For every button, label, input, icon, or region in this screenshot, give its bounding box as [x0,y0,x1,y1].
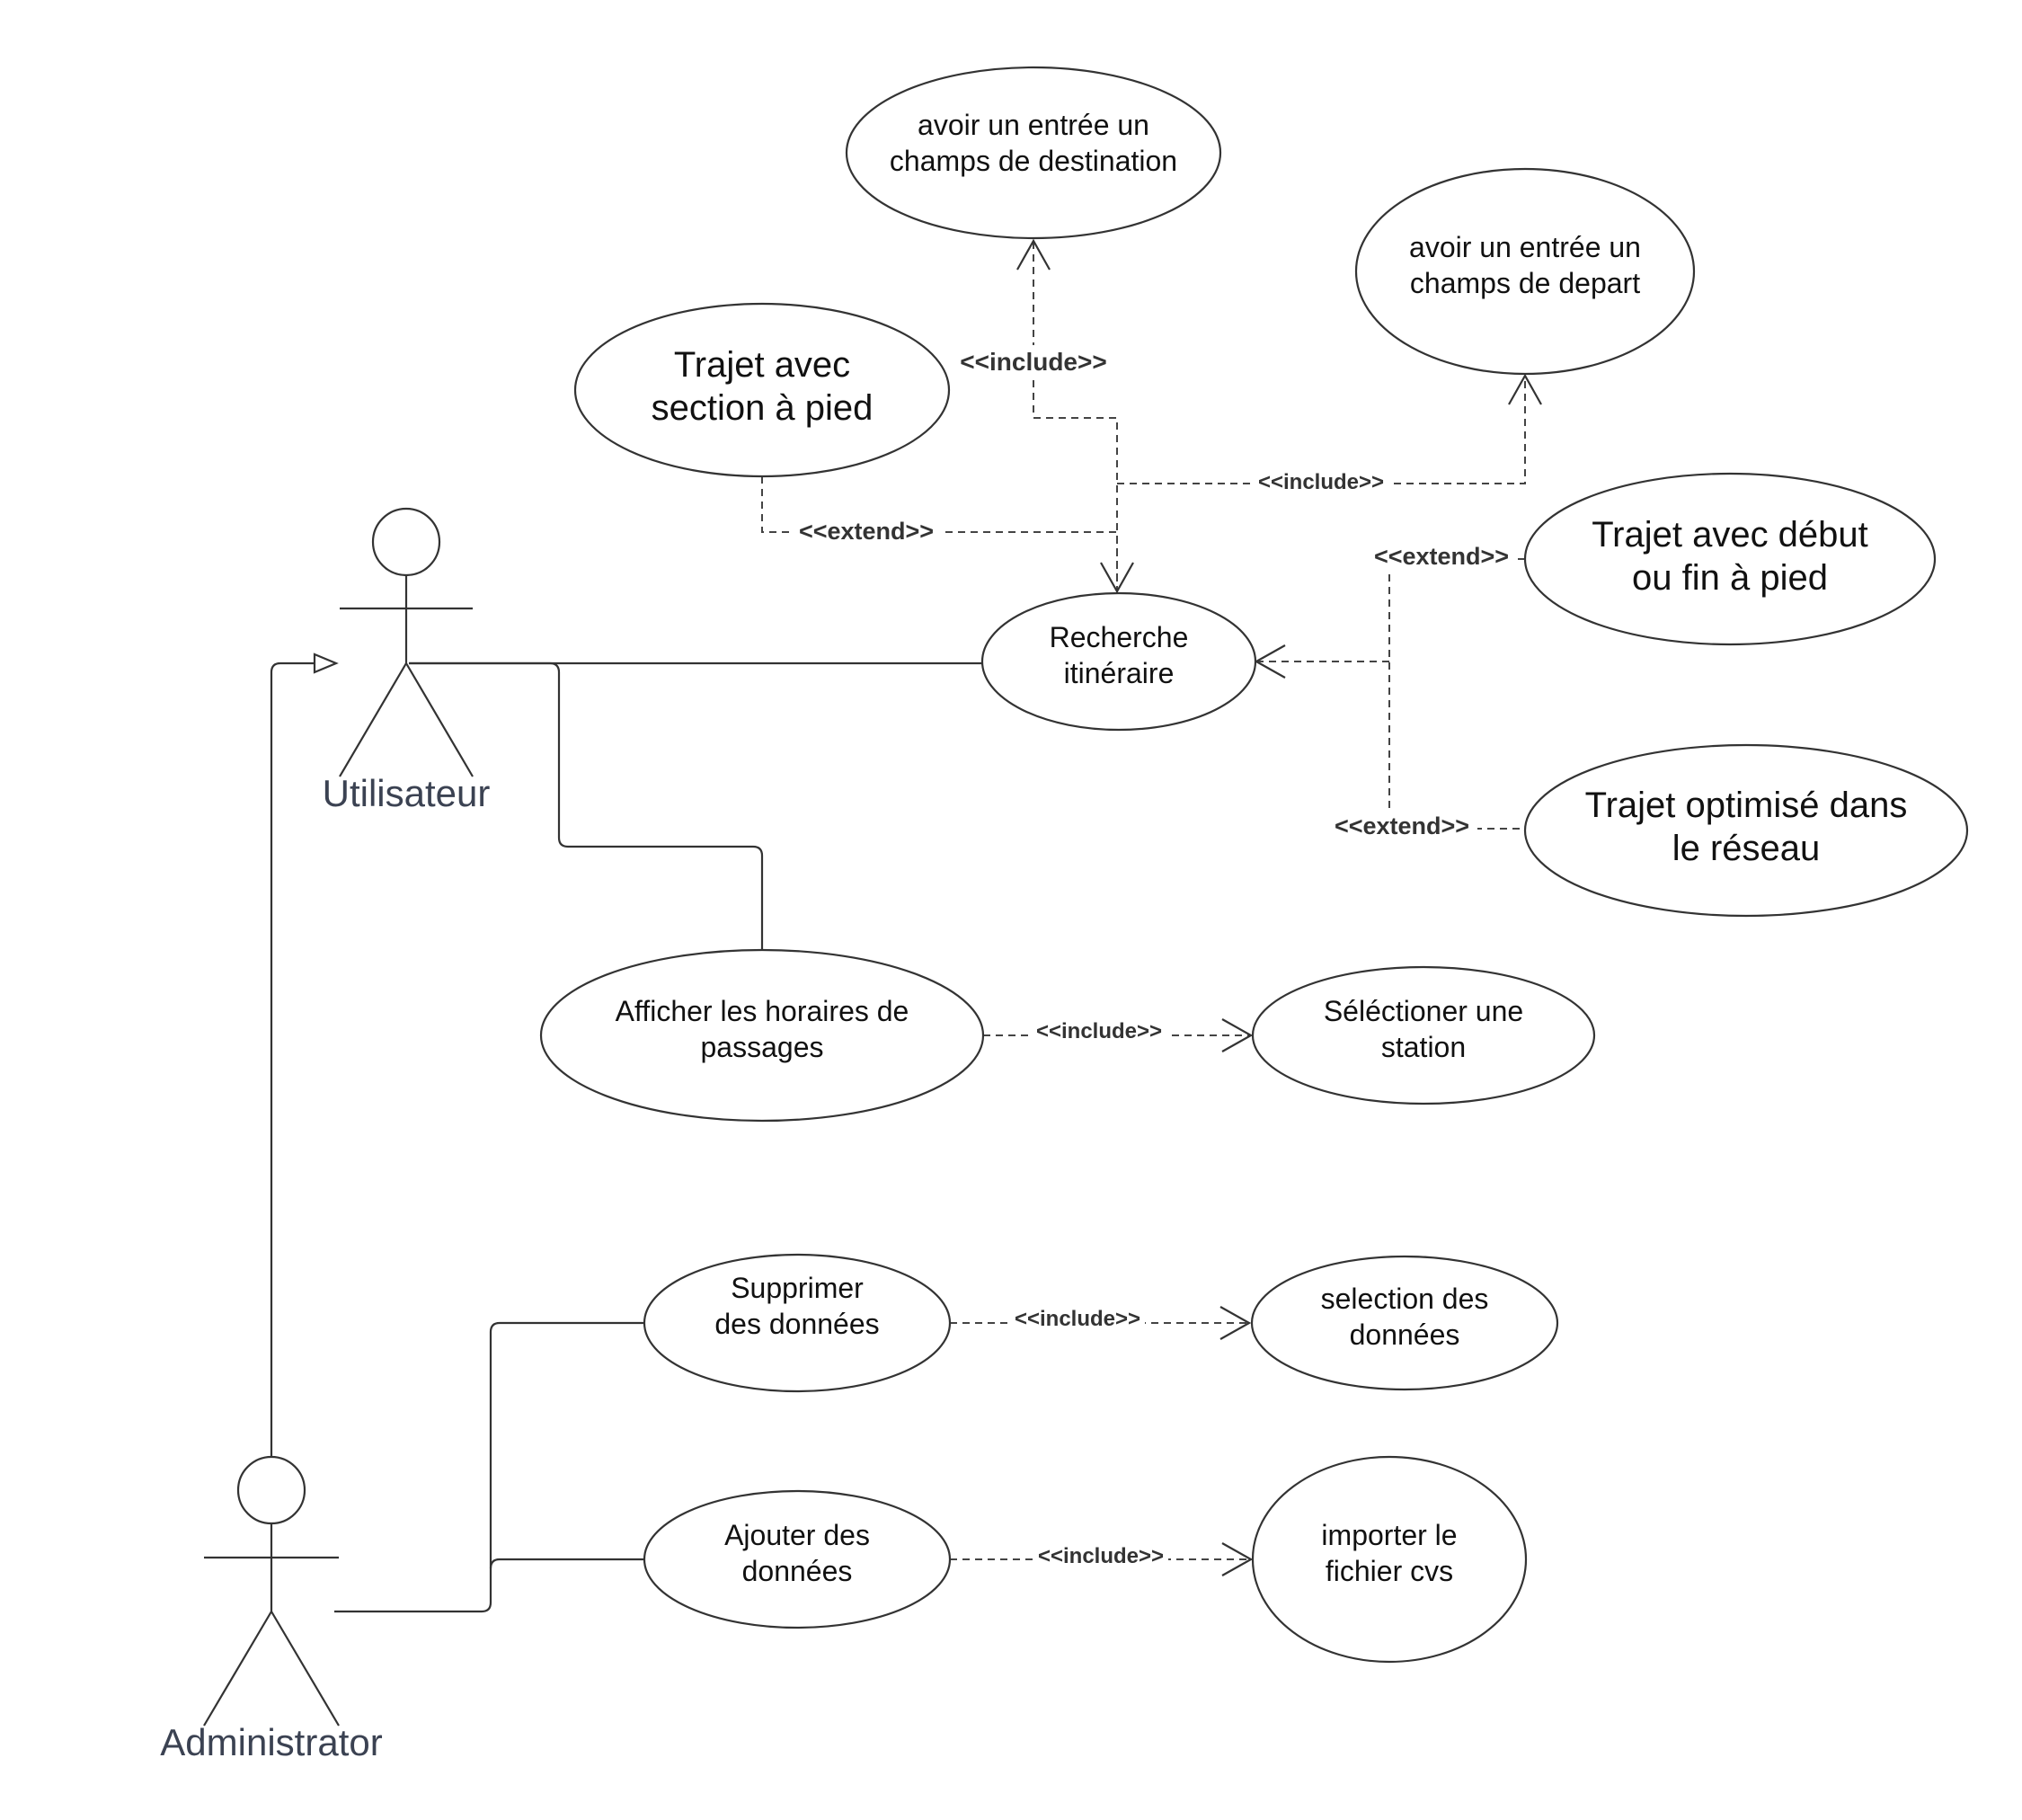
use-case-supprimer-donnees[interactable]: Supprimer des données [643,1253,952,1393]
extend-section-arrowhead [1100,562,1134,594]
svg-text:<<include>>: <<include>> [1036,1019,1162,1043]
use-case-afficher-horaires[interactable]: Afficher les horaires de passages [539,948,985,1123]
svg-text:fichier cvs: fichier cvs [1326,1555,1453,1587]
svg-text:ou fin à pied: ou fin à pied [1632,558,1828,598]
svg-text:données: données [1350,1318,1460,1351]
svg-text:<<include>>: <<include>> [960,348,1106,376]
use-case-importer-fichier[interactable]: importer le fichier cvs [1251,1455,1528,1664]
use-case-trajet-optimise[interactable]: Trajet optimisé dans le réseau [1523,743,1969,918]
svg-text:avoir un entrée un: avoir un entrée un [1409,231,1641,263]
association-utilisateur-horaires [409,661,764,950]
stereotype-include-depart: <<include>> [1253,469,1389,498]
generalization-line [270,661,315,1456]
actor-utilisateur[interactable]: Utilisateur [323,507,491,814]
svg-text:champs de depart: champs de depart [1410,267,1640,299]
use-case-section-pied[interactable]: Trajet avec section à pied [573,302,951,478]
svg-text:le réseau: le réseau [1672,829,1821,868]
svg-text:champs de destination: champs de destination [890,145,1177,177]
association-admin-supprimer [334,1321,643,1613]
svg-text:station: station [1381,1031,1466,1063]
svg-text:passages: passages [701,1031,824,1063]
svg-text:<<include>>: <<include>> [1038,1544,1164,1568]
actor-administrator-label: Administrator [160,1721,382,1763]
svg-text:Trajet avec: Trajet avec [674,345,850,385]
svg-text:données: données [742,1555,853,1587]
include-depart-arrowhead [1508,373,1542,405]
svg-text:Afficher les horaires de: Afficher les horaires de [616,995,909,1027]
svg-text:Séléctioner une: Séléctioner une [1324,995,1523,1027]
actor-administrator[interactable]: Administrator [160,1455,383,1763]
use-case-ajouter-donnees[interactable]: Ajouter des données [643,1489,952,1629]
actor-utilisateur-body [339,575,474,777]
stereotype-include-importer: <<include>> [1033,1544,1168,1573]
svg-text:<<extend>>: <<extend>> [799,518,934,545]
include-selection-arrowhead [1219,1306,1252,1340]
use-case-champs-destination[interactable]: avoir un entrée un champs de destination [845,66,1222,240]
include-destination-arrowhead [1016,238,1051,271]
use-case-selectioner-station[interactable]: Séléctioner une station [1251,965,1596,1105]
svg-text:<<include>>: <<include>> [1015,1307,1140,1331]
include-importer-arrowhead [1221,1542,1254,1576]
svg-text:<<include>>: <<include>> [1258,470,1384,494]
stereotype-extend-section: <<extend>> [791,516,942,548]
stereotype-include-selection: <<include>> [1010,1307,1145,1336]
include-destination-line [1033,241,1118,593]
actor-utilisateur-label: Utilisateur [323,772,491,814]
stereotype-extend-debut: <<extend>> [1366,541,1517,573]
svg-text:<<extend>>: <<extend>> [1335,812,1469,839]
svg-text:Trajet avec début: Trajet avec début [1592,515,1868,555]
stereotype-include-station: <<include>> [1032,1019,1166,1048]
association-admin-ajouter [489,1558,643,1569]
actor-utilisateur-head [371,507,441,577]
stereotype-extend-optimise: <<extend>> [1326,811,1477,843]
actor-administrator-head [236,1455,306,1525]
svg-text:itinéraire: itinéraire [1064,657,1175,689]
use-case-recherche-itineraire[interactable]: Recherche itinéraire [980,591,1257,732]
svg-text:des données: des données [714,1308,879,1340]
use-case-debut-fin-pied[interactable]: Trajet avec début ou fin à pied [1523,472,1937,646]
svg-text:Recherche: Recherche [1050,621,1189,653]
svg-text:avoir un entrée un: avoir un entrée un [918,109,1149,141]
svg-text:importer le: importer le [1321,1519,1457,1551]
svg-text:Trajet optimisé dans: Trajet optimisé dans [1585,786,1908,825]
use-case-champs-depart[interactable]: avoir un entrée un champs de depart [1354,167,1696,376]
actor-administrator-body [203,1523,340,1727]
include-station-arrowhead [1221,1018,1254,1052]
use-case-selection-donnees[interactable]: selection des données [1250,1255,1559,1391]
generalization-arrowhead [313,653,339,674]
stereotype-include-destination: <<include>> [954,345,1113,377]
extend-debut-line [1388,558,1525,830]
svg-text:selection des: selection des [1321,1283,1489,1315]
svg-text:Ajouter des: Ajouter des [724,1519,870,1551]
svg-text:section à pied: section à pied [652,388,874,428]
include-depart-line [1117,376,1526,484]
svg-text:<<extend>>: <<extend>> [1374,543,1509,570]
svg-text:Supprimer: Supprimer [731,1272,864,1304]
